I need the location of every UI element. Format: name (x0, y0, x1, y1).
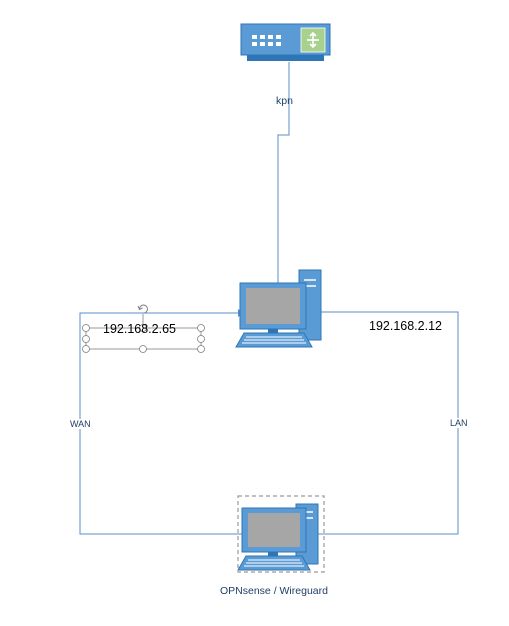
ip-label-lan: 192.168.2.12 (369, 319, 442, 333)
network-switch-icon[interactable] (240, 23, 331, 61)
firewall-caption: OPNsense / Wireguard (220, 585, 328, 597)
connector-kpn[interactable] (277, 62, 290, 312)
router-arrows-icon (307, 31, 319, 49)
connector-wan[interactable] (79, 312, 245, 535)
selection-outline (237, 495, 325, 573)
desktop-computer-icon[interactable] (235, 269, 322, 348)
text-box-selection[interactable] (82, 304, 205, 353)
ip-label-wan[interactable]: 192.168.2.65 (103, 322, 176, 336)
label-wan: WAN (69, 419, 92, 429)
firewall-computer-icon[interactable] (237, 495, 325, 573)
label-kpn: kpn (276, 95, 293, 107)
resize-handles[interactable] (82, 324, 205, 353)
rotate-handle-icon[interactable] (137, 304, 148, 314)
label-lan: LAN (449, 418, 469, 428)
